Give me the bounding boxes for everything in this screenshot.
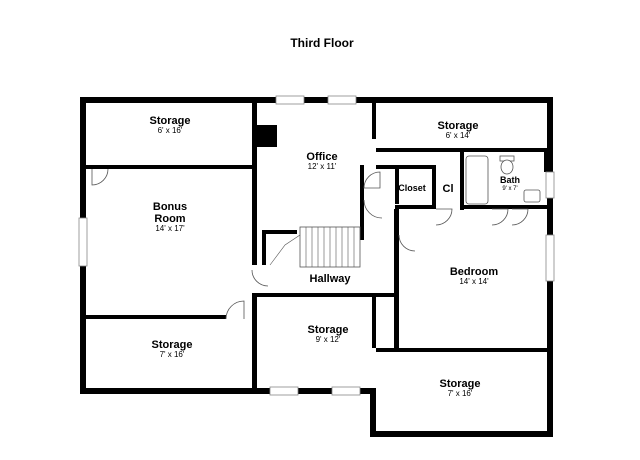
room-name-office: Office (306, 151, 337, 163)
door-stairs-landing (363, 199, 383, 219)
bathtub (465, 155, 489, 205)
room-name-bonus-line1: Bonus (153, 201, 187, 213)
door-closet (363, 171, 381, 189)
sink (523, 189, 541, 203)
door-storage-bl (225, 300, 245, 320)
room-dim-bonus: 14' x 17' (155, 224, 185, 233)
toilet-bowl (500, 159, 514, 175)
door-bonus-room (91, 168, 109, 186)
room-dim-storage-top-right: 6' x 14' (446, 131, 471, 140)
room-name-bedroom: Bedroom (450, 266, 499, 278)
room-dim-bedroom: 14' x 14' (459, 277, 489, 286)
chimney (257, 125, 277, 147)
window-right-bath (545, 171, 555, 199)
room-name-hallway: Hallway (310, 273, 352, 285)
room-name-storage-top-right: Storage (438, 120, 479, 132)
room-name-bath: Bath (500, 175, 520, 185)
room-dim-bath: 9' x 7' (502, 186, 517, 192)
room-name-storage-bottom-middle: Storage (308, 324, 349, 336)
door-bath-1 (491, 208, 509, 226)
window-bottom-2 (331, 386, 361, 396)
window-left (78, 217, 88, 267)
windows (78, 95, 555, 396)
room-dim-storage-bottom-middle: 9' x 12' (316, 335, 341, 344)
window-right-bedroom (545, 234, 555, 282)
room-dim-storage-top-left: 6' x 16' (158, 126, 183, 135)
room-name-storage-bottom-right: Storage (440, 378, 481, 390)
room-name-cl: Cl (443, 183, 454, 195)
window-bottom-1 (269, 386, 299, 396)
room-dim-office: 12' x 11' (308, 162, 337, 171)
room-dim-storage-bottom-right: 7' x 16' (448, 389, 473, 398)
door-bath-2 (511, 208, 529, 226)
door-cl (435, 208, 453, 226)
room-name-bonus-line2: Room (154, 213, 185, 225)
doors (91, 168, 529, 320)
room-name-storage-bottom-left: Storage (152, 339, 193, 351)
window-top-1 (275, 95, 305, 105)
floor-title: Third Floor (290, 36, 354, 50)
door-hall-left (251, 269, 269, 287)
staircase (269, 226, 361, 268)
room-dim-storage-bottom-left: 7' x 16' (160, 350, 185, 359)
window-top-2 (327, 95, 357, 105)
room-name-storage-top-left: Storage (150, 115, 191, 127)
interior-walls (86, 103, 547, 394)
bath-fixtures (465, 155, 541, 205)
room-name-closet: Closet (398, 183, 426, 193)
door-bedroom (398, 234, 416, 252)
